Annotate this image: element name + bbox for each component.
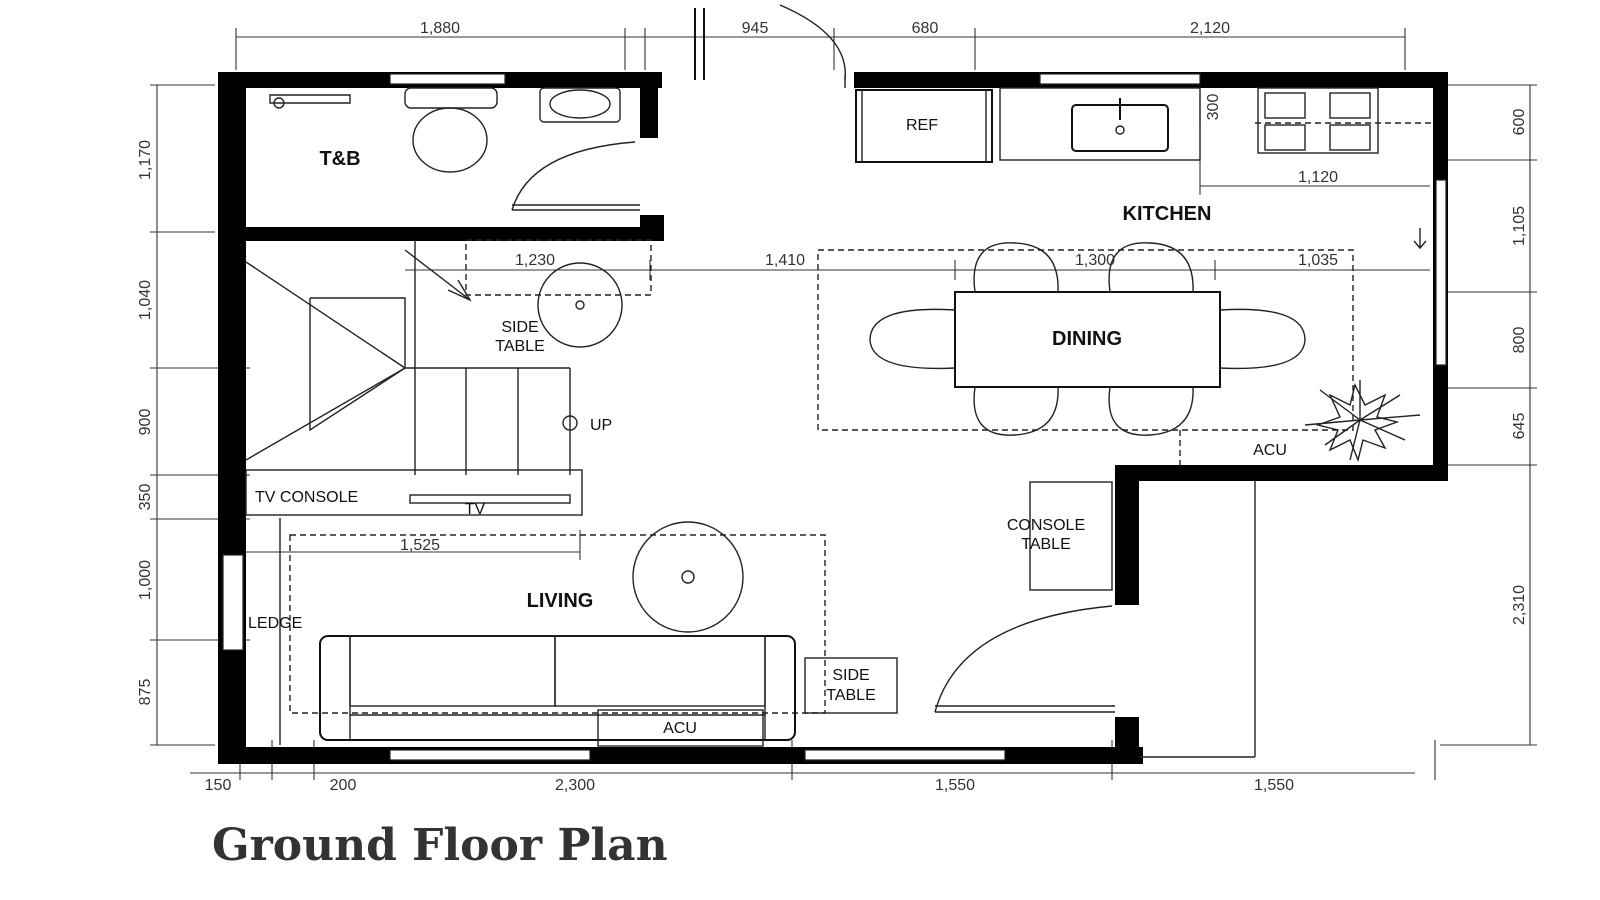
window-living-right xyxy=(804,749,1006,761)
label-console-table-2: TABLE xyxy=(1021,536,1071,553)
dim-right-1: 600 xyxy=(1511,109,1528,136)
entrance-door xyxy=(694,4,846,88)
dim-inner-1230: 1,230 xyxy=(515,252,555,269)
window-kitchen xyxy=(1039,73,1201,85)
plan-title: Ground Floor Plan xyxy=(212,820,668,871)
dim-right-5: 2,310 xyxy=(1511,585,1528,625)
label-acu-dining: ACU xyxy=(1253,442,1287,459)
dim-bottom-1: 150 xyxy=(205,777,232,794)
label-side-table-top-2: TABLE xyxy=(495,338,545,355)
label-console-table-1: CONSOLE xyxy=(1007,517,1085,534)
window-ledge xyxy=(222,554,244,651)
label-ref: REF xyxy=(906,117,938,134)
dim-inner-1300: 1,300 xyxy=(1075,252,1115,269)
dim-right-2: 1,105 xyxy=(1511,206,1528,246)
label-side-table-top-1: SIDE xyxy=(501,319,538,336)
dim-left-4: 350 xyxy=(137,484,154,511)
dim-right-4: 645 xyxy=(1511,413,1528,440)
dim-inner-1410: 1,410 xyxy=(765,252,805,269)
dim-top-1: 1,880 xyxy=(420,20,460,37)
dim-left-5: 1,000 xyxy=(137,560,154,600)
room-label-living: LIVING xyxy=(527,590,594,612)
label-side-table-bottom-1: SIDE xyxy=(832,667,869,684)
label-side-table-bottom-2: TABLE xyxy=(826,687,876,704)
label-tv-console: TV CONSOLE xyxy=(255,489,358,506)
dining-table xyxy=(954,291,1221,388)
dim-bottom-5: 1,550 xyxy=(1254,777,1294,794)
dim-right-3: 800 xyxy=(1511,327,1528,354)
console-area xyxy=(934,430,1256,758)
walls xyxy=(218,72,1448,764)
window-tb xyxy=(389,73,506,85)
tb-fixtures xyxy=(269,87,640,211)
room-label-dining: DINING xyxy=(1052,328,1122,350)
dim-bottom-4: 1,550 xyxy=(935,777,975,794)
console-table xyxy=(1029,481,1113,591)
dim-bottom-2: 200 xyxy=(330,777,357,794)
room-label-kitchen: KITCHEN xyxy=(1123,203,1212,225)
label-up: UP xyxy=(590,417,612,434)
dim-left-1: 1,170 xyxy=(137,140,154,180)
side-table-top xyxy=(465,239,652,348)
plant-icon xyxy=(1304,380,1421,463)
dim-bottom-3: 2,300 xyxy=(555,777,595,794)
dim-top-4: 2,120 xyxy=(1190,20,1230,37)
coffee-table xyxy=(632,521,744,633)
stairs xyxy=(245,240,578,475)
dining-rug xyxy=(817,249,1354,431)
tv-console xyxy=(245,469,583,516)
room-labels: T&B KITCHEN DINING LIVING xyxy=(319,148,1211,612)
dim-inner-1035: 1,035 xyxy=(1298,252,1338,269)
label-tv: TV xyxy=(465,501,486,518)
living-furniture xyxy=(279,518,898,747)
label-acu-living: ACU xyxy=(663,720,697,737)
windows xyxy=(222,73,1447,761)
dim-top-2: 945 xyxy=(742,20,769,37)
dim-left-6: 875 xyxy=(137,679,154,706)
side-table-bottom xyxy=(804,657,898,714)
room-label-tb: T&B xyxy=(319,148,360,170)
stair-up-marker xyxy=(562,415,578,431)
furniture-labels: REF SIDE TABLE UP TV CONSOLE TV ACU CONS… xyxy=(248,117,1287,737)
dimension-labels: 1,880 945 680 2,120 150 200 2,300 1,550 … xyxy=(137,20,1528,794)
living-rug xyxy=(289,534,826,714)
dim-left-2: 1,040 xyxy=(137,280,154,320)
sofa xyxy=(319,635,796,741)
dim-top-3: 680 xyxy=(912,20,939,37)
dim-inner-1120: 1,120 xyxy=(1298,169,1338,186)
window-living-left xyxy=(389,749,591,761)
label-ledge: LEDGE xyxy=(248,615,302,632)
acu-living-unit xyxy=(597,709,764,747)
dim-inner-300: 300 xyxy=(1205,94,1222,121)
dim-left-3: 900 xyxy=(137,409,154,436)
dining-furniture xyxy=(817,242,1421,463)
kitchen-fixtures xyxy=(855,87,1432,250)
dim-inner-1525: 1,525 xyxy=(400,537,440,554)
window-dining xyxy=(1435,179,1447,366)
